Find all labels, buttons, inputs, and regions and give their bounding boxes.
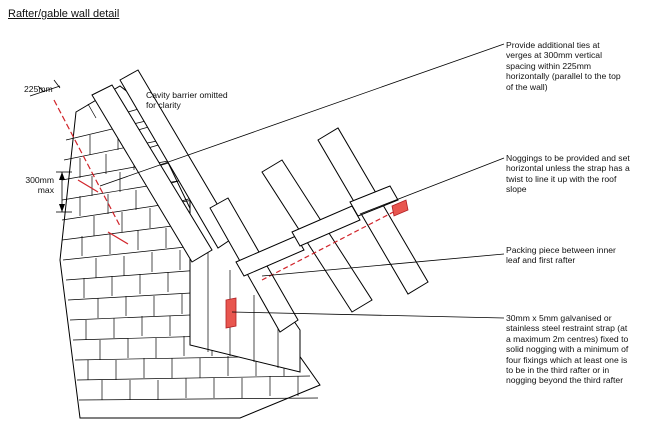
leader-lines bbox=[99, 43, 505, 319]
note-noggings: Noggings to be provided and set horizont… bbox=[506, 153, 630, 195]
noggings bbox=[235, 185, 399, 277]
verge-ties bbox=[53, 99, 129, 245]
note-packing-piece: Packing piece between inner leaf and fir… bbox=[506, 245, 616, 266]
dimension-300 bbox=[56, 171, 72, 213]
note-restraint-strap: 30mm x 5mm galvanised or stainless steel… bbox=[506, 313, 629, 386]
cavity-barrier-note: Cavity barrier omitted for clarity bbox=[146, 90, 228, 111]
restraint-strap bbox=[225, 199, 409, 329]
diagram-title: Rafter/gable wall detail bbox=[8, 8, 120, 20]
dim-225-label: 225mm bbox=[24, 84, 53, 94]
dimension-225 bbox=[29, 79, 61, 97]
note-verge-ties: Provide additional ties at verges at 300… bbox=[506, 40, 621, 92]
dim-300-label: 300mm max bbox=[25, 175, 54, 195]
